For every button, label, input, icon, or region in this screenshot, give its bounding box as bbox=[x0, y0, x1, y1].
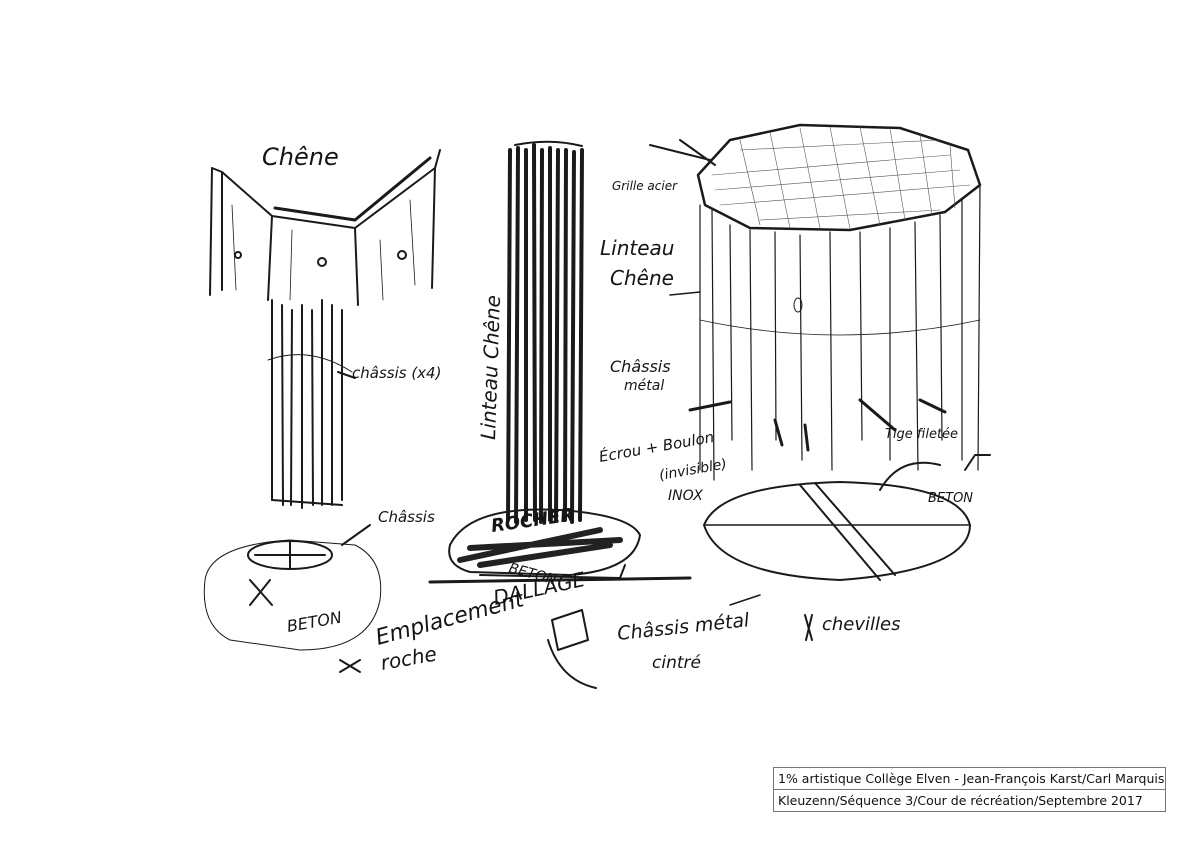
label-tige: Tige filetée bbox=[885, 427, 958, 442]
label-rocher: ROCHER bbox=[490, 505, 576, 537]
label-metal: métal bbox=[624, 378, 664, 394]
label-chene-right: Chêne bbox=[610, 266, 674, 290]
oak-panel-drawing bbox=[203, 149, 441, 673]
caption-box: 1% artistique Collège Elven - Jean-Franç… bbox=[773, 767, 1166, 812]
label-chene: Chêne bbox=[262, 143, 339, 171]
caption-line-details: Kleuzenn/Séquence 3/Cour de récréation/S… bbox=[774, 789, 1165, 811]
label-invisible: (invisible) bbox=[658, 456, 728, 484]
label-chassis: Châssis bbox=[378, 508, 435, 526]
label-chassis-right: Châssis bbox=[610, 357, 671, 376]
label-linteau: Linteau bbox=[600, 236, 674, 260]
column-drawing bbox=[428, 140, 692, 689]
label-cintre: cintré bbox=[652, 653, 701, 673]
label-chassis-cintre: Châssis métal bbox=[616, 609, 751, 645]
label-chassis-x4: châssis (x4) bbox=[352, 364, 441, 382]
label-beton-left: BETON bbox=[285, 608, 343, 636]
label-grille-acier: Grille acier bbox=[612, 179, 678, 193]
label-chevilles: chevilles bbox=[822, 614, 901, 635]
label-linteau-chene-vertical: Linteau Chêne bbox=[476, 295, 505, 440]
label-ecrou-boulon: Écrou + Boulon bbox=[597, 427, 715, 466]
caption-line-project: 1% artistique Collège Elven - Jean-Franç… bbox=[778, 771, 1165, 786]
label-inox: INOX bbox=[668, 488, 703, 504]
canopy-drawing bbox=[649, 123, 991, 641]
label-beton-right: BETON bbox=[928, 491, 973, 506]
